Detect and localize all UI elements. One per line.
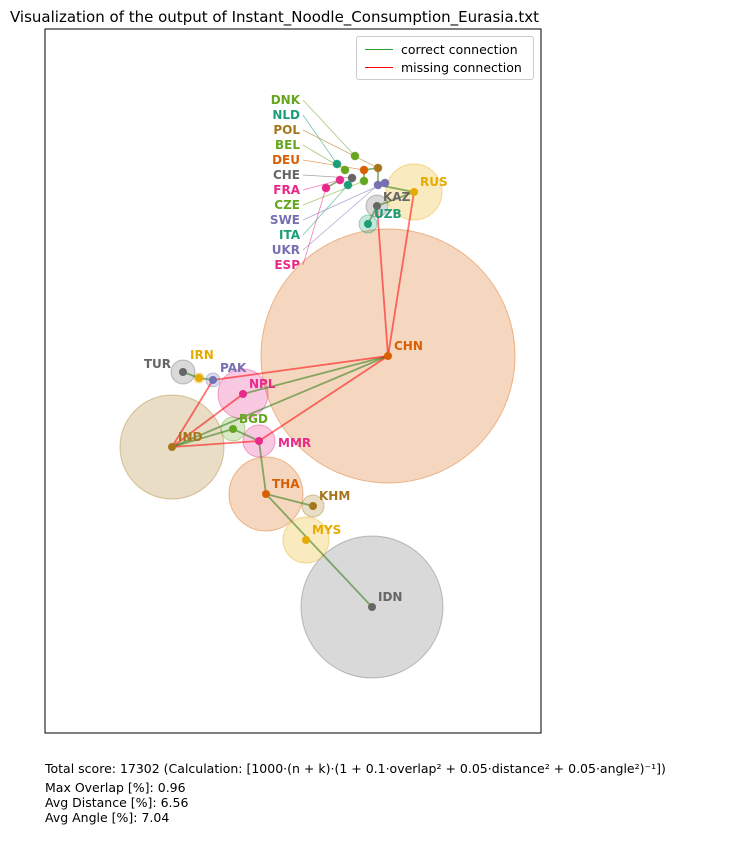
node-point-khm — [309, 502, 317, 510]
axes-frame — [44, 28, 542, 734]
node-point-uzb — [364, 220, 372, 228]
legend-item-correct: correct connection — [365, 40, 518, 58]
node-label-kaz: KAZ — [383, 190, 411, 204]
node-point-bgd — [229, 425, 237, 433]
node-label-bgd: BGD — [239, 412, 268, 426]
node-point-ind — [168, 443, 176, 451]
node-label-bel: BEL — [275, 138, 300, 152]
node-point-cze — [360, 177, 368, 185]
node-label-mys: MYS — [312, 523, 341, 537]
node-point-pak — [209, 376, 217, 384]
node-point-bel — [341, 166, 349, 174]
edge-correct — [171, 428, 234, 448]
node-label-ind: IND — [178, 430, 203, 444]
legend: correct connection missing connection — [356, 36, 534, 80]
node-label-npl: NPL — [249, 377, 276, 391]
edge-missing — [376, 205, 389, 357]
node-label-ita: ITA — [279, 228, 301, 242]
node-label-nld: NLD — [272, 108, 300, 122]
legend-line-missing — [365, 66, 393, 68]
avg-distance: Avg Distance [%]: 6.56 — [45, 795, 189, 810]
label-leader-ukr — [302, 184, 379, 251]
label-leader-che — [302, 174, 353, 179]
node-label-uzb: UZB — [374, 207, 402, 221]
edge-missing — [258, 355, 389, 442]
edge-missing — [212, 355, 389, 381]
chart-title: Visualization of the output of Instant_N… — [10, 8, 540, 26]
edge-correct — [265, 493, 373, 608]
edge-correct — [232, 428, 260, 442]
node-point-swe — [381, 179, 389, 187]
node-label-esp: ESP — [274, 258, 300, 272]
node-point-pol — [374, 164, 382, 172]
node-label-rus: RUS — [420, 175, 448, 189]
node-point-tur — [179, 368, 187, 376]
node-point-tha — [262, 490, 270, 498]
node-label-pol: POL — [273, 123, 300, 137]
node-point-npl — [239, 390, 247, 398]
label-leader-pol — [302, 129, 379, 169]
node-point-mmr — [255, 437, 263, 445]
edge-correct — [171, 355, 389, 448]
label-leader-cze — [302, 180, 365, 206]
node-point-ukr — [374, 181, 382, 189]
node-label-cze: CZE — [274, 198, 300, 212]
label-leader-dnk — [302, 99, 356, 157]
edge-missing — [387, 191, 415, 357]
total-score: Total score: 17302 (Calculation: [1000·(… — [45, 761, 666, 776]
node-point-rus — [410, 188, 418, 196]
edge-missing — [171, 379, 214, 448]
legend-label: correct connection — [401, 41, 518, 57]
node-point-chn — [384, 352, 392, 360]
node-point-dnk — [351, 152, 359, 160]
node-label-che: CHE — [273, 168, 300, 182]
edge-missing — [171, 393, 244, 448]
avg-angle: Avg Angle [%]: 7.04 — [45, 810, 170, 825]
node-label-tur: TUR — [144, 357, 171, 371]
node-label-tha: THA — [272, 477, 300, 491]
label-leader-fra — [302, 179, 341, 191]
label-leader-swe — [302, 182, 386, 221]
node-point-nld — [333, 160, 341, 168]
label-leader-esp — [302, 187, 327, 266]
max-overlap: Max Overlap [%]: 0.96 — [45, 780, 186, 795]
node-point-esp — [322, 184, 330, 192]
edge-correct — [376, 191, 415, 207]
node-point-fra — [336, 176, 344, 184]
node-label-idn: IDN — [378, 590, 402, 604]
node-label-swe: SWE — [270, 213, 300, 227]
node-label-pak: PAK — [220, 361, 247, 375]
node-point-kaz — [373, 202, 381, 210]
node-label-deu: DEU — [272, 153, 300, 167]
node-label-dnk: DNK — [271, 93, 301, 107]
node-point-deu — [360, 166, 368, 174]
edge-correct — [265, 493, 314, 507]
edge-missing — [171, 440, 260, 448]
node-point-ita — [344, 181, 352, 189]
node-label-ukr: UKR — [272, 243, 300, 257]
legend-item-missing: missing connection — [365, 58, 522, 76]
legend-label: missing connection — [401, 59, 522, 75]
node-point-che — [348, 174, 356, 182]
node-label-mmr: MMR — [278, 436, 311, 450]
edge-correct — [242, 355, 389, 395]
node-label-irn: IRN — [190, 348, 214, 362]
legend-line-correct — [365, 48, 393, 50]
node-point-mys — [302, 536, 310, 544]
label-leader-nld — [302, 114, 338, 165]
node-label-chn: CHN — [394, 339, 423, 353]
node-label-khm: KHM — [319, 489, 350, 503]
node-label-fra: FRA — [273, 183, 300, 197]
edge-correct — [258, 440, 267, 495]
node-point-irn — [195, 374, 203, 382]
node-point-idn — [368, 603, 376, 611]
